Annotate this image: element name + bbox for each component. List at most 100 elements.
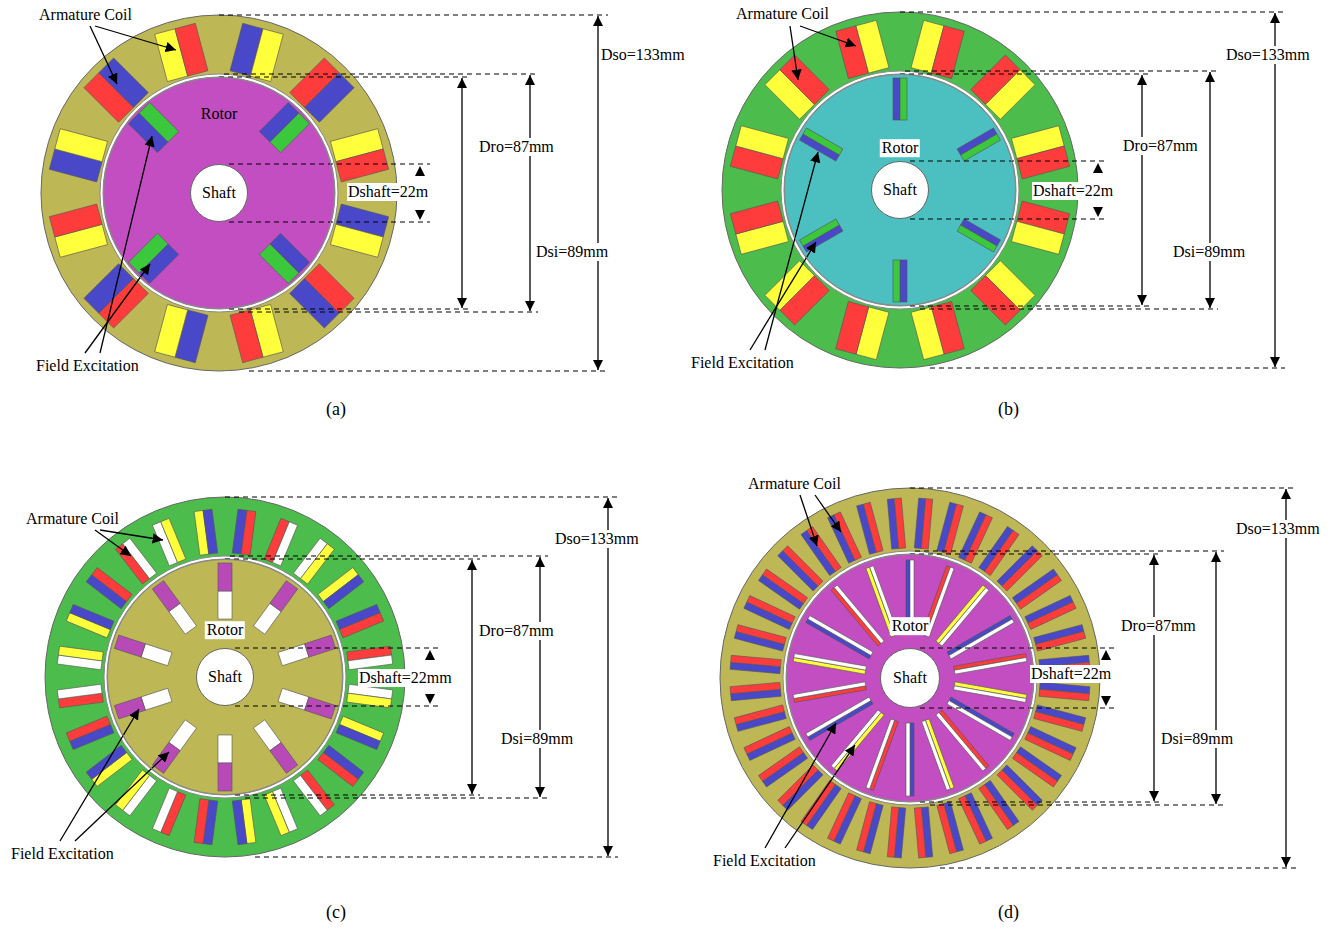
dimension-extension [920,708,1116,709]
coil-side [893,78,900,120]
rotor-slot [793,682,866,703]
callout-label: Field Excitation [10,845,115,863]
dimension-label: Dro=87mm [1122,137,1199,155]
rotor-slot [893,78,907,120]
coil-side [1039,689,1089,700]
rotor-slot [793,654,866,675]
coil-side [141,644,172,666]
coil-side [894,498,905,548]
coil-side [763,569,808,603]
stator-slot [230,304,283,362]
coil-side [92,568,132,602]
coil-side [348,655,393,670]
dimension-label: Dshaft=22mm [358,669,453,687]
coil-side [232,800,247,845]
coil-side [330,224,383,257]
rotor-slot [954,654,1027,675]
dimension-label: Dshaft=22m [1032,182,1114,200]
coil-side [155,304,188,357]
panel-letter: (c) [325,903,347,923]
leader-arrow [790,26,798,80]
coil-side [259,244,299,284]
coil-side [152,581,180,612]
dimension-extension [910,554,1162,555]
coil-side [759,747,804,781]
stator-slot [116,538,157,584]
rotor-slot [954,682,1027,703]
stator-slot [86,745,132,786]
coil-side [1012,753,1057,787]
stator-slot [1034,705,1086,731]
stator-slot [1034,625,1086,651]
coil-side [57,684,102,699]
coil-side [922,720,951,790]
rotor-edge [787,555,1034,802]
coil-side [218,735,232,763]
coil-side [270,581,298,612]
dimension-extension [900,12,1285,13]
coil-side [1016,575,1061,609]
dimension-label: Dro=87mm [478,138,555,156]
stator-bore [781,71,1019,309]
stator-slot [330,129,388,182]
coil-side [84,264,133,313]
dimension-extension [225,497,618,498]
rotor-slot [947,697,1014,740]
stator-slot [66,604,114,637]
part-label: Rotor [199,105,239,123]
coil-side [300,544,334,584]
coil-side [340,613,384,638]
stator-slot [336,716,384,749]
callout-label: Field Excitation [690,354,795,372]
dimension-extension [235,648,440,649]
dimension-extension [235,706,440,707]
dimension-label: Dshaft=22m [1030,665,1112,683]
coil-side [1034,712,1084,732]
dimension-arrowhead [415,210,425,220]
coil-side [947,701,1012,741]
stator-slot [730,201,788,254]
dimension-label: Dsi=89mm [500,730,574,748]
rotor-slot [278,635,336,666]
rotor-core [784,74,1016,306]
dimension-arrowhead [425,694,435,704]
dimension-arrow [529,75,530,311]
dimension-label: Dso=133mm [1235,520,1321,538]
coil-side [241,510,256,555]
dimension-extension [910,488,1296,489]
coil-side [218,591,232,619]
rotor: RotorShaft [786,554,1034,802]
coil-side [318,752,358,786]
coil-side [1017,146,1070,179]
coil-side [979,784,1013,829]
coil-side [114,697,145,719]
rotor: RotorShaft [784,74,1016,306]
leader-arrow [785,745,855,848]
coil-side [887,807,898,857]
coil-side [305,635,336,657]
stator-slot [49,129,107,182]
leader-arrow [100,136,152,353]
stator-slot [49,204,107,257]
coil-side [900,78,907,120]
coil-side [1002,551,1042,591]
stator-slot [734,705,786,731]
leader-arrow [60,709,139,841]
dimension-arrowhead [1093,207,1103,217]
dimension-extension [230,556,548,557]
dimension-arrow [461,78,462,308]
coil-side [965,515,992,563]
coil-side [730,682,780,693]
dimension-extension [915,551,1224,552]
stator-slot [66,716,114,749]
callout-label: Armature Coil [25,510,120,528]
coil-side [336,724,380,749]
rotor-slot [114,635,172,666]
dimension-arrow [539,557,540,797]
coil-side [744,727,792,754]
dimension-extension [235,795,480,796]
part-label: Rotor [880,139,920,157]
rotor-slot [278,688,336,719]
coil-side [305,73,354,122]
dimension-extension [910,306,1150,307]
